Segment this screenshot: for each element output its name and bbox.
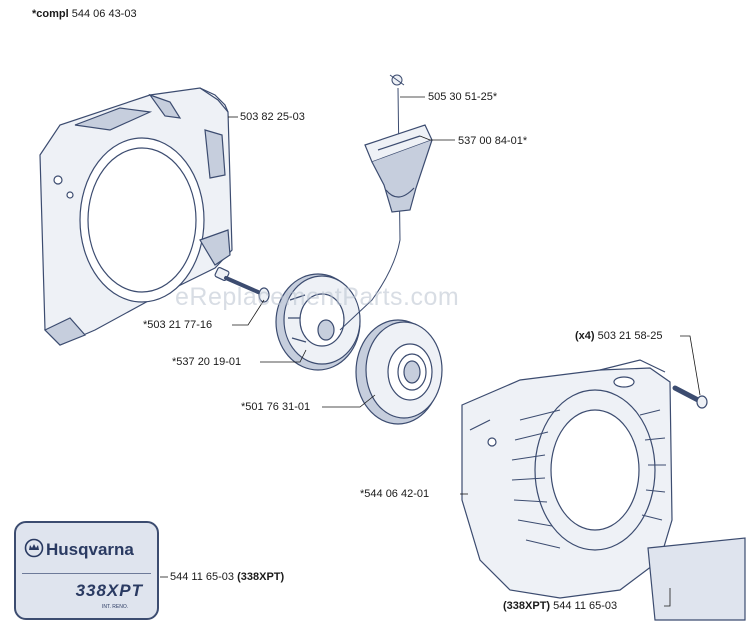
header-note-part: 544 06 43-03 bbox=[71, 8, 137, 20]
label-decal-left-model: (338XPT) bbox=[237, 571, 285, 583]
label-decal-right-part: 544 11 65-03 bbox=[553, 600, 618, 612]
label-cover-screws-qty: (x4) bbox=[575, 330, 595, 342]
label-decal-left-part: 544 11 65-03 bbox=[170, 571, 235, 583]
recoil-spring bbox=[355, 319, 443, 425]
label-cover-screws: (x4) 503 21 58-25 bbox=[575, 330, 662, 342]
decal-small-text: INT. RENO. bbox=[102, 604, 129, 610]
decal-right bbox=[647, 537, 746, 621]
label-starter-cover: *544 06 42-01 bbox=[360, 488, 430, 500]
label-decal-right: (338XPT) 544 11 65-03 bbox=[503, 600, 617, 612]
starter-handle bbox=[364, 124, 433, 213]
decal-divider bbox=[22, 573, 151, 574]
fan-housing bbox=[39, 87, 233, 346]
header-note-bold: *compl bbox=[32, 8, 69, 20]
pulley-screw bbox=[214, 266, 270, 303]
label-pulley: *537 20 19-01 bbox=[172, 356, 242, 368]
decal-model: 338XPT bbox=[75, 581, 143, 600]
label-decal-right-model: (338XPT) bbox=[503, 600, 551, 612]
cover-screw bbox=[672, 385, 708, 409]
header-note: *compl 544 06 43-03 bbox=[32, 8, 137, 20]
leader-lines bbox=[160, 96, 701, 607]
starter-pulley bbox=[275, 273, 361, 371]
label-spring: *501 76 31-01 bbox=[241, 401, 311, 413]
decal-left: Husqvarna 338XPT INT. RENO. bbox=[14, 521, 159, 620]
decal-brand: Husqvarna bbox=[46, 540, 134, 559]
husqvarna-crown-logo bbox=[24, 538, 44, 558]
label-cord: 505 30 51-25* bbox=[428, 91, 498, 103]
label-decal-left: 544 11 65-03 (338XPT) bbox=[170, 571, 284, 583]
label-cover-screws-part: 503 21 58-25 bbox=[597, 330, 663, 342]
starter-cover bbox=[461, 359, 673, 599]
watermark: eReplacementParts.com bbox=[175, 283, 460, 311]
starter-cord bbox=[339, 74, 405, 331]
label-handle: 537 00 84-01* bbox=[458, 135, 528, 147]
label-screw: *503 21 77-16 bbox=[143, 319, 213, 331]
label-fan-housing: 503 82 25-03 bbox=[240, 111, 305, 123]
